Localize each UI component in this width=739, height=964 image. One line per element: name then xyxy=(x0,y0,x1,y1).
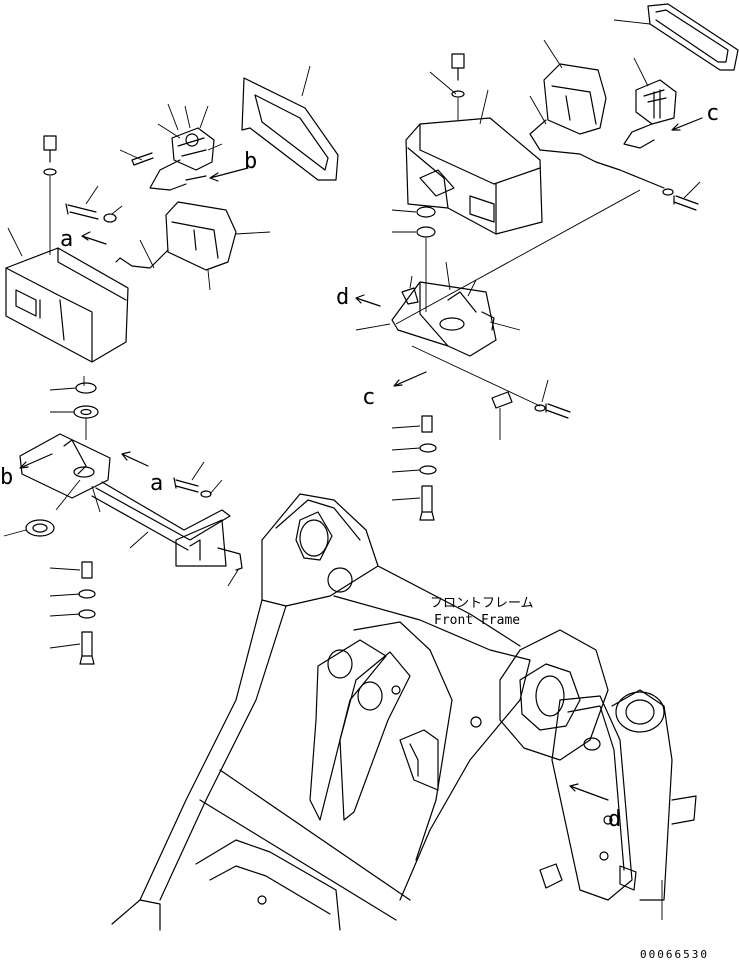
label-a-lower: a xyxy=(150,471,163,496)
right-lamp-assembly xyxy=(391,3,739,312)
left-mount-plate xyxy=(19,433,111,499)
left-mount-box xyxy=(5,247,129,363)
caption-en: Front Frame xyxy=(434,613,520,628)
left-small-lamp-cable xyxy=(149,159,187,191)
left-lower-bracket xyxy=(3,376,243,665)
left-small-lamp xyxy=(171,127,215,171)
right-lower-bracket xyxy=(355,189,641,521)
label-b-upper: b xyxy=(244,149,257,174)
left-lamp-guard xyxy=(241,77,339,181)
label-d-upper: d xyxy=(336,285,349,310)
front-frame xyxy=(111,493,697,931)
right-small-lamp xyxy=(635,79,677,125)
label-c-upper: c xyxy=(706,101,719,126)
label-b-lower: b xyxy=(0,465,13,490)
labels: a b a b c c d d フロントフレーム Front Frame 000… xyxy=(0,101,719,961)
label-d-lower: d xyxy=(608,807,621,832)
right-mount-box xyxy=(405,117,543,235)
drawing-number: 00066530 xyxy=(640,948,709,961)
right-lamp-guard xyxy=(647,3,739,71)
left-lamp-assembly xyxy=(5,65,339,363)
right-mount-plate xyxy=(391,281,497,357)
right-large-lamp xyxy=(543,63,607,135)
label-c-lower: c xyxy=(362,385,375,410)
label-a-upper: a xyxy=(60,227,73,252)
caption-jp: フロントフレーム xyxy=(430,596,534,611)
left-large-lamp xyxy=(165,201,237,271)
